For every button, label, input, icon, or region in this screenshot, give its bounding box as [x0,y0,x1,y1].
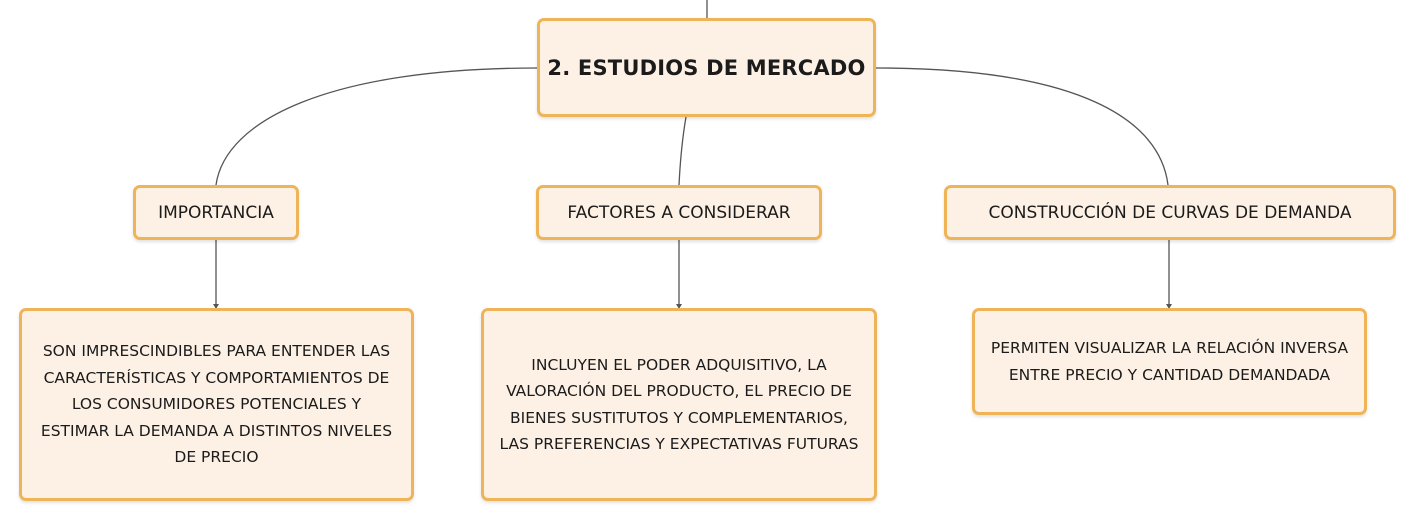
detail-line: LOS CONSUMIDORES POTENCIALES Y [71,395,362,414]
connector-root-construccion [875,67,1169,186]
detail-line: INCLUYEN EL PODER ADQUISITIVO, LA [531,355,827,374]
topic-label: CONSTRUCCIÓN DE CURVAS DE DEMANDA [988,202,1352,223]
topic-node-importancia[interactable]: IMPORTANCIA [133,185,299,240]
arrowhead-importancia [213,304,219,309]
topic-label: IMPORTANCIA [158,202,274,223]
detail-line: LAS PREFERENCIAS Y EXPECTATIVAS FUTURAS [499,435,859,453]
arrowhead-factores [676,304,682,309]
detail-node-factores[interactable]: INCLUYEN EL PODER ADQUISITIVO, LA VALORA… [481,308,877,501]
detail-line: SON IMPRESCINDIBLES PARA ENTENDER LAS [42,342,391,361]
connector-root-factores [678,116,687,186]
detail-line: CARACTERÍSTICAS Y COMPORTAMIENTOS DE [43,368,390,387]
detail-line: ESTIMAR LA DEMANDA A DISTINTOS NIVELES [40,421,393,440]
detail-line: ENTRE PRECIO Y CANTIDAD DEMANDADA [1008,365,1331,384]
connector-root-importancia [215,67,538,186]
detail-line: DE PRECIO [174,448,259,467]
detail-node-construccion[interactable]: PERMITEN VISUALIZAR LA RELACIÓN INVERSA … [972,308,1367,415]
topic-node-factores[interactable]: FACTORES A CONSIDERAR [536,185,822,240]
root-label: 2. ESTUDIOS DE MERCADO [547,55,866,80]
detail-line: BIENES SUSTITUTOS Y COMPLEMENTARIOS, [510,408,848,427]
detail-line: VALORACIÓN DEL PRODUCTO, EL PRECIO DE [506,382,852,400]
arrowhead-construccion [1166,304,1172,309]
detail-node-importancia[interactable]: SON IMPRESCINDIBLES PARA ENTENDER LAS CA… [19,308,414,501]
root-node[interactable]: 2. ESTUDIOS DE MERCADO [537,18,876,117]
detail-text: INCLUYEN EL PODER ADQUISITIVO, LA VALORA… [499,352,858,458]
topic-node-construccion[interactable]: CONSTRUCCIÓN DE CURVAS DE DEMANDA [944,185,1396,240]
detail-text: PERMITEN VISUALIZAR LA RELACIÓN INVERSA … [991,335,1348,388]
detail-line: PERMITEN VISUALIZAR LA RELACIÓN INVERSA [990,339,1349,357]
topic-label: FACTORES A CONSIDERAR [567,202,791,223]
detail-text: SON IMPRESCINDIBLES PARA ENTENDER LAS CA… [41,338,392,471]
